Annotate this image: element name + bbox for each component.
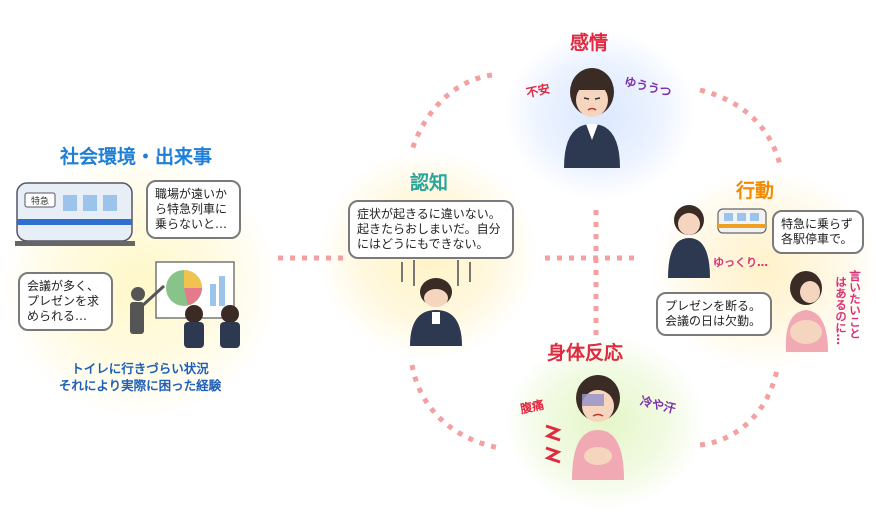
meeting-line-2: プレゼンを求 bbox=[27, 294, 100, 308]
body-woman-illustration bbox=[572, 375, 624, 480]
arc-top-right bbox=[699, 87, 783, 166]
emotion-glow bbox=[505, 30, 695, 200]
behavior-woman-standing-illustration bbox=[668, 205, 710, 278]
body-title: 身体反応 bbox=[547, 342, 624, 364]
cognition-line-1: 症状が起きるに違いない。 bbox=[357, 207, 501, 221]
behavior-word-slow: ゆっくり… bbox=[713, 256, 768, 269]
behavior-presentation-bubble: プレゼンを断る。 会議の日は欠勤。 bbox=[656, 292, 772, 336]
behavior-train-line-1: 特急に乗らず bbox=[781, 217, 853, 231]
caption-line-1: トイレに行きづらい状況 bbox=[71, 361, 209, 376]
cognition-woman-illustration bbox=[401, 260, 471, 346]
train-illustration: 特急 bbox=[15, 182, 135, 246]
cognition-line-2: 起きたらおしまいだ。自分 bbox=[357, 222, 501, 236]
pain-zigzag-icon bbox=[544, 424, 562, 464]
arc-top-left bbox=[409, 72, 493, 151]
body-glow bbox=[505, 335, 705, 510]
commute-line-3: 乗らないと… bbox=[155, 217, 228, 231]
behavior-present-line-2: 会議の日は欠勤。 bbox=[665, 314, 762, 328]
behavior-vertical-word-2: はあるのに… bbox=[834, 276, 848, 345]
commute-line-2: ら特急列車に bbox=[155, 202, 228, 216]
cognition-title: 認知 bbox=[410, 172, 449, 194]
behavior-present-line-1: プレゼンを断る。 bbox=[665, 299, 762, 313]
cognition-line-3: にはどうにもできない。 bbox=[357, 237, 489, 251]
local-train-illustration bbox=[717, 208, 767, 234]
arc-bottom-left bbox=[409, 364, 501, 451]
environment-title: 社会環境・出来事 bbox=[60, 146, 213, 168]
behavior-woman-sitting-illustration bbox=[785, 271, 828, 352]
behavior-train-line-2: 各駅停車で。 bbox=[781, 232, 853, 246]
environment-caption: トイレに行きづらい状況 それにより実際に困った経験 bbox=[40, 360, 240, 394]
cognition-bubble: 症状が起きるに違いない。 起きたらおしまいだ。自分 にはどうにもできない。 bbox=[348, 200, 514, 259]
meeting-line-1: 会議が多く、 bbox=[27, 279, 100, 293]
train-sign: 特急 bbox=[31, 195, 49, 207]
caption-line-2: それにより実際に困った経験 bbox=[58, 378, 222, 393]
meeting-bubble: 会議が多く、 プレゼンを求 められる… bbox=[18, 272, 113, 331]
emotion-woman-illustration bbox=[564, 68, 620, 168]
behavior-title: 行動 bbox=[736, 180, 775, 202]
meeting-line-3: められる… bbox=[27, 309, 88, 323]
commute-bubble: 職場が遠いか ら特急列車に 乗らないと… bbox=[146, 180, 241, 239]
arc-bottom-right bbox=[699, 364, 781, 448]
presentation-illustration bbox=[130, 261, 240, 348]
emotion-title: 感情 bbox=[570, 32, 609, 54]
behavior-train-bubble: 特急に乗らず 各駅停車で。 bbox=[772, 210, 864, 254]
behavior-vertical-word-1: 言いたいこと bbox=[848, 270, 862, 339]
commute-line-1: 職場が遠いか bbox=[155, 187, 228, 201]
